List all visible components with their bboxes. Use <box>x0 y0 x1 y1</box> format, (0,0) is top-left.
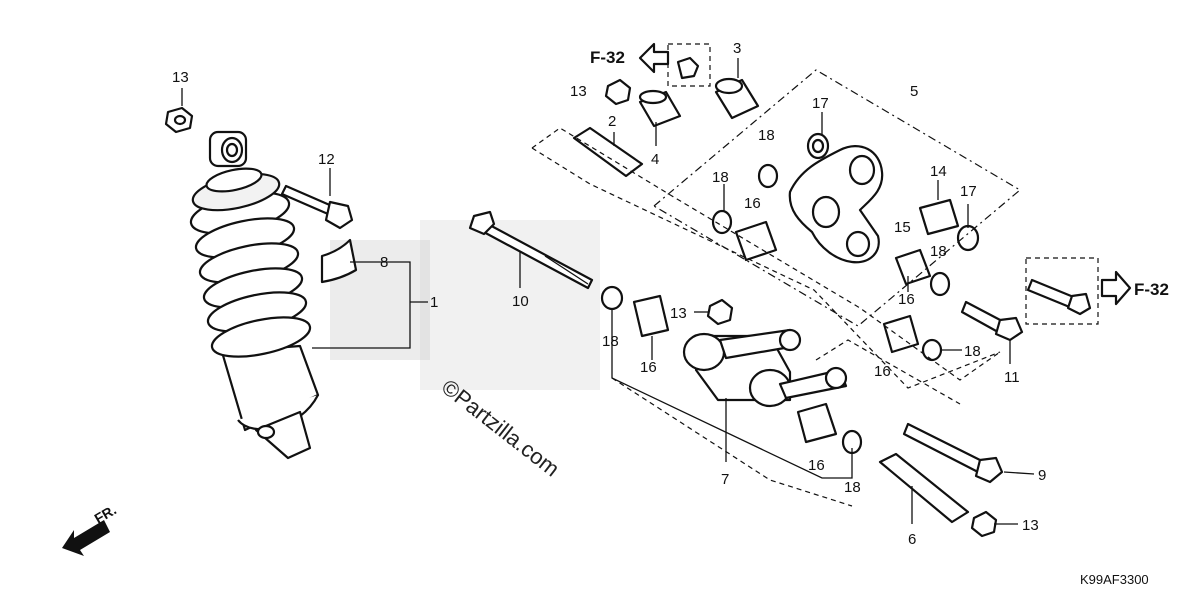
nut-13-a <box>164 106 194 134</box>
direction-label: FR. <box>92 501 120 526</box>
fr-arrow-icon <box>62 520 110 556</box>
callout-13-c: 13 <box>670 305 687 322</box>
callout-15: 15 <box>894 219 911 236</box>
connecting-rod <box>682 328 848 408</box>
callout-18-c: 18 <box>930 243 947 260</box>
callout-18-b: 18 <box>712 169 729 186</box>
callout-13-d: 13 <box>1022 517 1039 534</box>
assembly-outlines <box>531 43 1099 507</box>
halftone-patches <box>330 220 600 390</box>
bolt-f32-right <box>1026 278 1092 316</box>
callout-14: 14 <box>930 163 947 180</box>
ref-f32-left: F-32 <box>590 48 625 67</box>
callout-17-b: 17 <box>960 183 977 200</box>
callout-5: 5 <box>910 83 918 100</box>
callout-18-d: 18 <box>964 343 981 360</box>
callout-16-b: 16 <box>898 291 915 308</box>
callout-10: 10 <box>512 293 529 310</box>
ref-arrow-left <box>638 42 670 74</box>
callout-18-f: 18 <box>844 479 861 496</box>
seals <box>600 132 980 455</box>
label-8 <box>320 238 358 284</box>
bolt-9 <box>902 422 1004 484</box>
callout-4: 4 <box>651 151 659 168</box>
watermark: ©Partzilla.com <box>437 374 564 481</box>
cushion-arm <box>788 145 884 264</box>
callout-17-a: 17 <box>812 95 829 112</box>
callout-16-d: 16 <box>808 457 825 474</box>
spring-coils <box>189 191 312 358</box>
callout-16-a: 16 <box>744 195 761 212</box>
callout-13-a: 13 <box>172 69 189 86</box>
shock-absorber <box>189 130 320 460</box>
callout-9: 9 <box>1038 467 1046 484</box>
callout-3: 3 <box>733 40 741 57</box>
callout-12: 12 <box>318 151 335 168</box>
nuts-13 <box>604 56 998 538</box>
callout-8: 8 <box>380 254 388 271</box>
bolt-10 <box>468 210 594 290</box>
leader-lines <box>181 58 1035 525</box>
ref-arrow-right <box>1100 270 1132 306</box>
callout-7: 7 <box>721 471 729 488</box>
callout-11: 11 <box>1004 369 1020 386</box>
ref-f32-right: F-32 <box>1134 280 1169 299</box>
callout-13-b: 13 <box>570 83 587 100</box>
callout-labels: 1 2 3 4 5 6 7 8 9 10 11 12 13 13 13 13 1… <box>172 40 1046 548</box>
callout-6: 6 <box>908 531 916 548</box>
callout-1: 1 <box>430 294 438 311</box>
callout-2: 2 <box>608 113 616 130</box>
bolt-12 <box>280 184 354 230</box>
callout-16-e: 16 <box>874 363 891 380</box>
callout-18-a: 18 <box>758 127 775 144</box>
callout-16-c: 16 <box>640 359 657 376</box>
collars <box>572 77 970 524</box>
callout-18-e: 18 <box>602 333 619 350</box>
bolt-11 <box>960 300 1024 342</box>
drawing-code: K99AF3300 <box>1080 572 1149 587</box>
